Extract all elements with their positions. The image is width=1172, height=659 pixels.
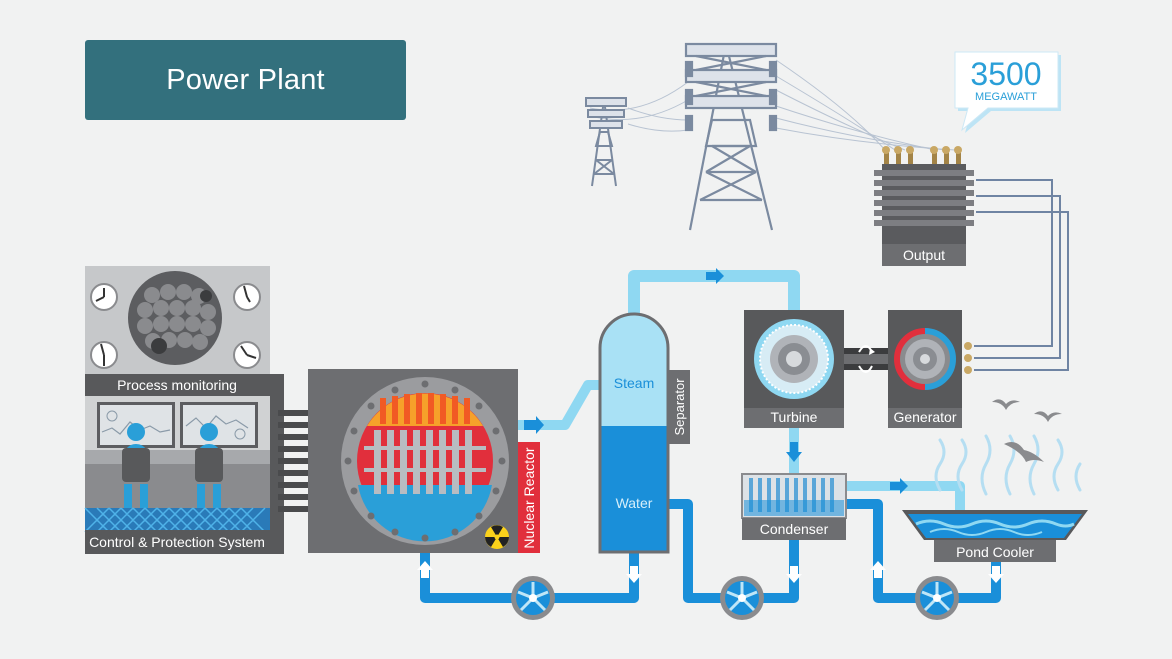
output-label: Output [903,247,945,263]
control-protection-panel: Control & Protection System [84,374,284,554]
output-badge: 3500 MEGAWATT [954,51,1061,133]
operator-right [195,423,223,508]
steam-label: Steam [614,375,654,391]
power-wires [974,179,1069,371]
page-title: Power Plant [85,40,406,120]
small-pylon [585,97,627,187]
control-protection-label: Control & Protection System [89,534,265,550]
turbine-label: Turbine [771,409,818,425]
control-cables [278,410,320,512]
pond-cooler: Pond Cooler [902,399,1088,562]
water-label: Water [616,495,653,511]
output-unit: MEGAWATT [975,91,1037,103]
flow-arrows [417,268,1004,583]
page-title-text: Power Plant [166,63,325,96]
nuclear-reactor: Nuclear Reactor [308,369,540,553]
birds [992,399,1062,462]
pump-cooling [915,576,959,620]
radiation-icon [485,525,509,549]
generator-label: Generator [893,409,956,425]
process-monitoring-panel: Process monitoring [85,266,270,396]
separator-label: Separator [672,378,687,436]
output-transformer: Output [874,146,974,266]
steam-wisps [934,434,1082,496]
pond-cooler-label: Pond Cooler [956,544,1034,560]
output-value: 3500 [970,56,1041,92]
generator: Generator [888,310,972,428]
large-pylon [684,42,778,231]
process-monitoring-label: Process monitoring [117,377,237,393]
shaft [844,345,888,373]
operator-left [122,423,150,508]
turbine: Turbine [744,310,844,428]
pump-secondary [720,576,764,620]
nuclear-reactor-label: Nuclear Reactor [521,447,537,548]
condenser-label: Condenser [760,521,829,537]
condenser: Condenser [741,473,847,540]
separator: Steam Water Separator [598,312,690,554]
pump-primary [511,576,555,620]
